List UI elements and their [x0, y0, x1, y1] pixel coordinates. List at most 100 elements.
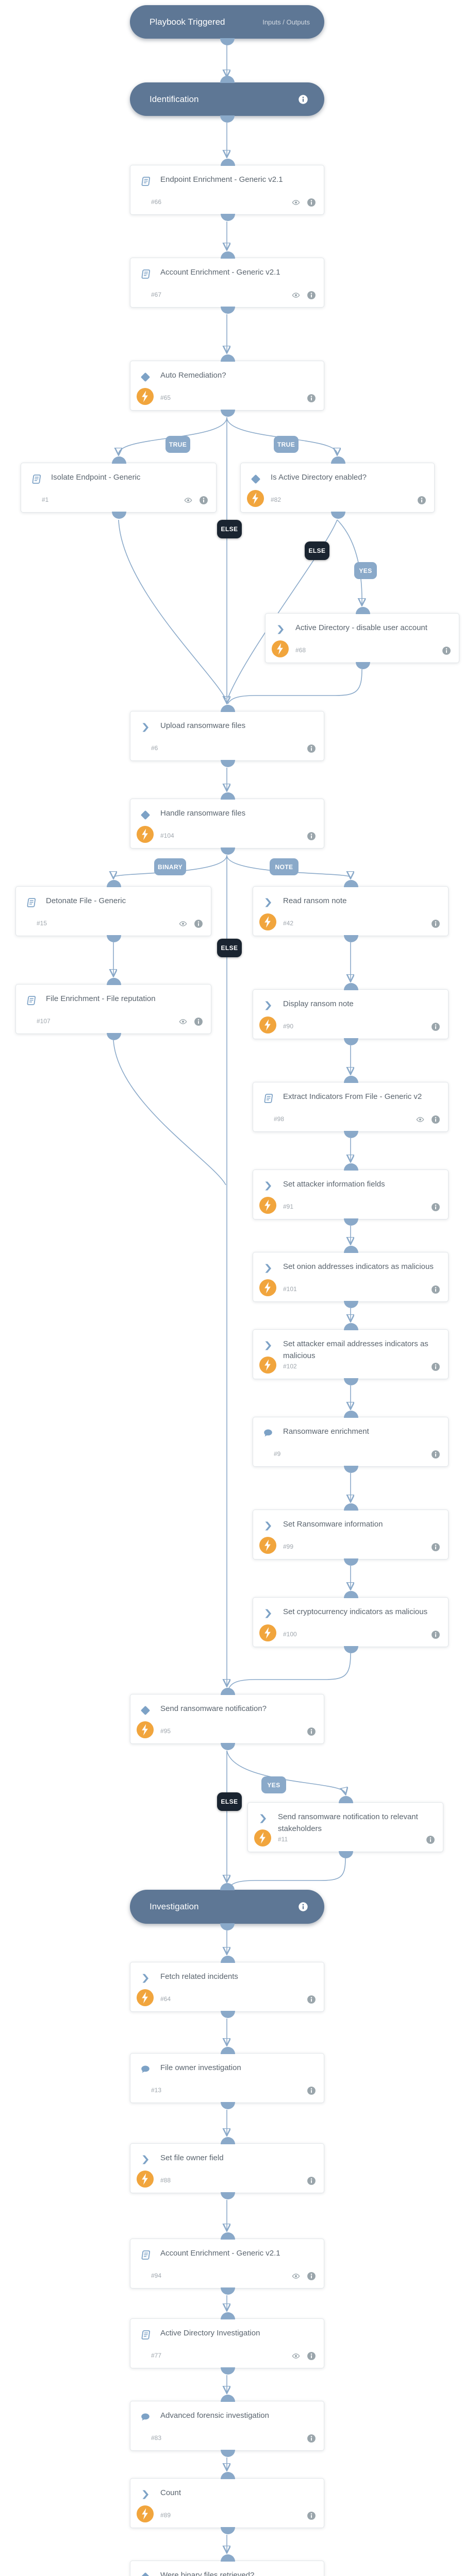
branch-label-else: ELSE [305, 541, 329, 560]
eye-icon[interactable] [415, 1114, 425, 1125]
info-icon[interactable] [430, 1284, 441, 1295]
eye-icon[interactable] [178, 1016, 188, 1027]
info-icon[interactable] [430, 1630, 441, 1640]
task-node-auto-remediation[interactable]: Auto Remediation?#65 [130, 354, 324, 417]
task-node-count[interactable]: Count#89 [130, 2472, 324, 2534]
task-id: #88 [160, 2177, 171, 2184]
eye-icon[interactable] [291, 290, 301, 300]
task-node-endpoint-enrichment-generic-v2-1[interactable]: Endpoint Enrichment - Generic v2.1 #66 [130, 159, 324, 221]
task-node-account-enrichment-generic-v2-1[interactable]: Account Enrichment - Generic v2.1#94 [130, 2232, 324, 2295]
info-icon[interactable] [306, 2511, 317, 2521]
task-node-set-onion-addresses-indicators-as-malicious[interactable]: Set onion addresses indicators as malici… [253, 1246, 449, 1308]
section-header-identification[interactable]: Identification [130, 76, 324, 123]
task-node-isolate-endpoint-generic[interactable]: Isolate Endpoint - Generic#1 [21, 456, 217, 519]
task-node-ransomware-enrichment[interactable]: Ransomware enrichment#9 [253, 1411, 449, 1473]
info-icon[interactable] [306, 2351, 317, 2361]
task-node-send-ransomware-notification-to-relevant-stakeholders[interactable]: Send ransomware notification to relevant… [247, 1796, 443, 1858]
info-icon[interactable] [306, 197, 317, 208]
branch-label-true: TRUE [165, 436, 190, 453]
info-icon[interactable] [297, 1901, 309, 1912]
output-port [220, 1743, 235, 1750]
task-node-active-directory-disable-user-account[interactable]: Active Directory - disable user account#… [265, 607, 459, 669]
playbook-trigger-header[interactable]: Playbook Triggered Inputs / Outputs [130, 5, 324, 45]
output-port [344, 1218, 358, 1226]
task-node-set-cryptocurrency-indicators-as-malicious[interactable]: Set cryptocurrency indicators as malicio… [253, 1591, 449, 1653]
task-node-set-attacker-email-addresses-indicators-as-malicious[interactable]: Set attacker email addresses indicators … [253, 1323, 449, 1385]
output-port [220, 2102, 235, 2109]
task-node-extract-indicators-from-file-generic-v2[interactable]: Extract Indicators From File - Generic v… [253, 1076, 449, 1138]
task-node-account-enrichment-generic-v2-1[interactable]: Account Enrichment - Generic v2.1#67 [130, 251, 324, 314]
info-icon[interactable] [306, 743, 317, 754]
info-icon[interactable] [306, 2433, 317, 2444]
output-port [344, 1466, 358, 1473]
eye-icon[interactable] [291, 2271, 301, 2281]
branch-label-true: TRUE [274, 436, 299, 453]
eye-icon[interactable] [183, 495, 193, 505]
action-icon [262, 999, 274, 1012]
info-icon[interactable] [417, 495, 427, 505]
eye-icon[interactable] [291, 197, 301, 208]
task-node-handle-ransomware-files[interactable]: Handle ransomware files#104 [130, 792, 324, 855]
info-icon[interactable] [306, 2271, 317, 2281]
task-node-set-attacker-information-fields[interactable]: Set attacker information fields#91 [253, 1163, 449, 1226]
task-title: Endpoint Enrichment - Generic v2.1 [160, 175, 283, 184]
info-icon[interactable] [306, 1726, 317, 1737]
output-port [220, 2450, 235, 2457]
info-icon[interactable] [430, 1362, 441, 1372]
task-title: Extract Indicators From File - Generic v… [283, 1092, 422, 1101]
info-icon[interactable] [441, 646, 452, 656]
info-icon[interactable] [430, 1202, 441, 1212]
section-title: Playbook Triggered [150, 16, 225, 27]
info-icon[interactable] [306, 2176, 317, 2186]
task-id: #66 [151, 198, 162, 206]
input-port [220, 2232, 235, 2240]
info-icon[interactable] [306, 393, 317, 403]
task-node-were-binary-files-retrieved[interactable]: Were binary files retrieved?#52 [130, 2554, 324, 2576]
task-node-is-active-directory-enabled[interactable]: Is Active Directory enabled?#82 [240, 456, 435, 519]
eye-icon[interactable] [291, 2351, 301, 2361]
automation-bolt-icon [136, 1989, 154, 2007]
task-title: Auto Remediation? [160, 371, 226, 380]
task-id: #102 [283, 1363, 297, 1370]
task-title: Advanced forensic investigation [160, 2411, 269, 2420]
info-icon[interactable] [306, 2086, 317, 2096]
task-node-read-ransom-note[interactable]: Read ransom note#42 [253, 880, 449, 942]
task-node-active-directory-investigation[interactable]: Active Directory Investigation#77 [130, 2312, 324, 2375]
task-node-file-owner-investigation[interactable]: File owner investigation#13 [130, 2047, 324, 2109]
task-node-set-ransomware-information[interactable]: Set Ransomware information #99 [253, 1503, 449, 1566]
task-node-upload-ransomware-files[interactable]: Upload ransomware files#6 [130, 705, 324, 767]
info-icon[interactable] [198, 495, 209, 505]
task-title: Active Directory - disable user account [295, 623, 427, 632]
task-node-display-ransom-note[interactable]: Display ransom note#90 [253, 983, 449, 1045]
task-title: Set Ransomware information [283, 1520, 383, 1529]
info-icon[interactable] [430, 1114, 441, 1125]
task-node-advanced-forensic-investigation[interactable]: Advanced forensic investigation#83 [130, 2395, 324, 2457]
task-node-file-enrichment-file-reputation[interactable]: File Enrichment - File reputation#107 [15, 978, 211, 1040]
task-node-set-file-owner-field[interactable]: Set file owner field#88 [130, 2137, 324, 2199]
info-icon[interactable] [430, 1542, 441, 1552]
section-header-investigation[interactable]: Investigation [130, 1883, 324, 1930]
task-node-detonate-file-generic[interactable]: Detonate File - Generic#15 [15, 880, 211, 942]
input-port [107, 978, 121, 985]
task-id: #99 [283, 1543, 294, 1550]
info-icon[interactable] [430, 1449, 441, 1460]
info-icon[interactable] [306, 290, 317, 300]
task-id: #82 [271, 496, 281, 503]
info-icon[interactable] [306, 1994, 317, 2005]
info-icon[interactable] [425, 1835, 436, 1845]
info-icon[interactable] [430, 919, 441, 929]
branch-label-binary: BINARY [154, 858, 186, 875]
output-port [220, 1923, 235, 1930]
info-icon[interactable] [306, 831, 317, 841]
info-icon[interactable] [430, 1022, 441, 1032]
info-icon[interactable] [193, 1016, 204, 1027]
info-icon[interactable] [193, 919, 204, 929]
eye-icon[interactable] [178, 919, 188, 929]
branch-label-yes: YES [354, 562, 377, 579]
task-node-send-ransomware-notification[interactable]: Send ransomware notification?#95 [130, 1688, 324, 1750]
inputs-outputs-link[interactable]: Inputs / Outputs [262, 18, 310, 26]
info-icon[interactable] [297, 94, 309, 105]
input-port [220, 2047, 235, 2054]
task-node-fetch-related-incidents[interactable]: Fetch related incidents#64 [130, 1956, 324, 2018]
